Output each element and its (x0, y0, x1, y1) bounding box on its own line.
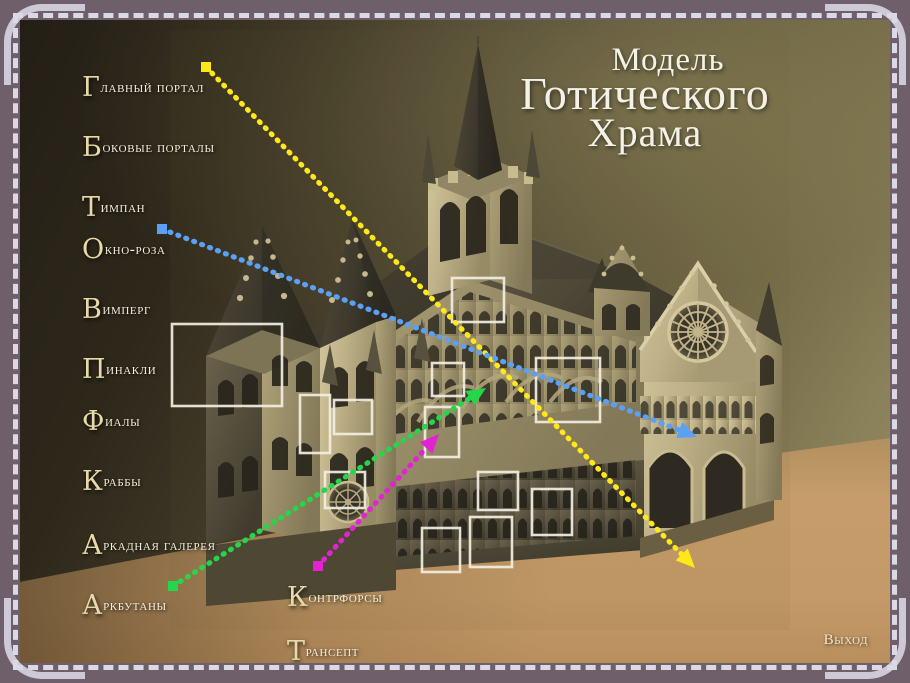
label-text-fialy: иалы (105, 413, 141, 430)
label-okno-roza[interactable]: Окно-роза (71, 222, 166, 265)
dropcap-pinakli: П (70, 342, 107, 385)
label-pinakli[interactable]: Пинакли (70, 342, 157, 385)
label-text-arkbutany: ркбутаны (103, 597, 167, 614)
dropcap-kontrforsy: К (276, 570, 309, 613)
dropcap-krabby: К (71, 454, 104, 497)
label-arkadnaya-galereya[interactable]: Аркадная галерея (70, 518, 216, 561)
label-text-kontrforsy: онтрфорсы (308, 589, 383, 606)
label-text-timpan: импан (100, 199, 146, 216)
label-text-krabby: раббы (103, 473, 142, 490)
title-line-3: Храма (587, 110, 703, 155)
slide-title: Модель Готического Храма (430, 44, 860, 153)
label-text-bokovye-portaly: оковые порталы (102, 139, 215, 156)
label-text-glavny-portal: лавный портал (100, 79, 205, 96)
label-text-vimperg: имперг (102, 301, 151, 318)
label-kontrforsy[interactable]: Контрфорсы (276, 570, 383, 613)
label-text-transept: рансепт (305, 643, 360, 660)
label-arkbutany[interactable]: Аркбутаны (70, 578, 167, 621)
label-vimperg[interactable]: Вимперг (70, 282, 151, 325)
dropcap-transept: Т (276, 624, 306, 663)
label-krabby[interactable]: Краббы (71, 454, 142, 497)
frame-corner-bottom-right-icon (825, 598, 906, 679)
dropcap-glavny-portal: Г (70, 60, 102, 103)
dropcap-arkadnaya-galereya: А (70, 518, 104, 561)
dropcap-vimperg: В (70, 282, 103, 325)
label-text-pinakli: инакли (106, 361, 157, 378)
dropcap-fialy: Ф (70, 394, 106, 437)
frame-dashed-border (13, 13, 897, 670)
label-glavny-portal[interactable]: Главный портал (70, 60, 205, 103)
dropcap-okno-roza: О (71, 222, 105, 265)
label-text-okno-roza: кно-роза (104, 241, 166, 258)
exit-button[interactable]: Выход (823, 632, 868, 648)
label-text-arkadnaya-galereya: ркадная галерея (103, 537, 216, 554)
frame-corner-top-left-icon (4, 4, 85, 85)
frame-corner-bottom-left-icon (4, 598, 85, 679)
dropcap-bokovye-portaly: Б (70, 120, 103, 163)
title-line-1: Модель (611, 42, 725, 78)
dropcap-timpan: Т (71, 180, 101, 223)
frame-corner-top-right-icon (825, 4, 906, 85)
label-timpan[interactable]: Тимпан (71, 180, 146, 223)
title-line-2: Готического (520, 68, 770, 119)
label-transept[interactable]: Трансепт (276, 624, 360, 663)
label-bokovye-portaly[interactable]: Боковые порталы (70, 120, 215, 163)
label-fialy[interactable]: Фиалы (70, 394, 141, 437)
dropcap-arkbutany: А (70, 578, 104, 621)
